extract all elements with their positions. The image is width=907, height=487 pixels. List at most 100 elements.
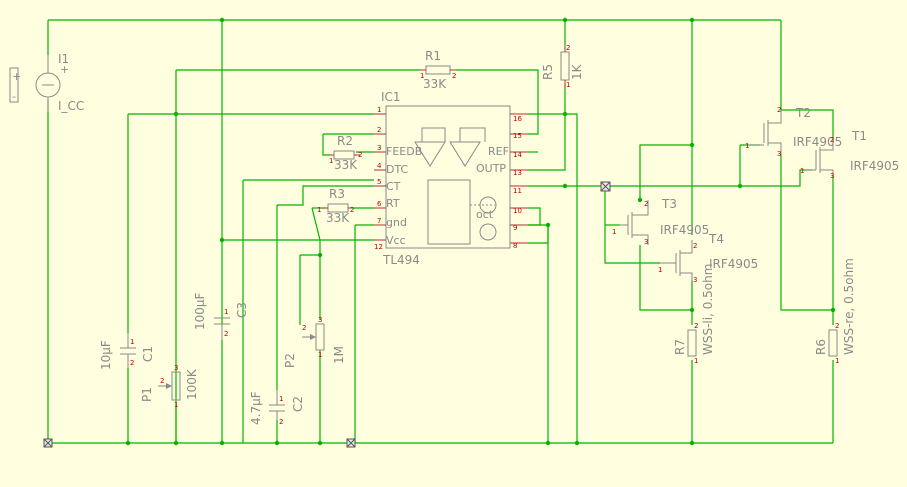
svg-text:R5: R5 (541, 64, 555, 80)
svg-text:RT: RT (386, 197, 400, 210)
svg-text:4: 4 (377, 162, 382, 170)
ic-pin-14: 14 REF (488, 145, 528, 159)
svg-text:1: 1 (329, 157, 333, 165)
svg-text:33K: 33K (423, 77, 447, 91)
svg-text:1: 1 (566, 81, 570, 89)
ic1-tl494: IC1 TL494 oct (381, 90, 511, 267)
capacitor-c1: 12 10µF C1 (99, 333, 155, 370)
svg-text:oct: oct (476, 208, 494, 221)
svg-text:1: 1 (174, 401, 178, 409)
svg-text:1: 1 (224, 308, 228, 316)
svg-text:R1: R1 (425, 49, 441, 63)
svg-text:1: 1 (279, 395, 283, 403)
source-name: I1 (58, 52, 69, 66)
ic-pin-9: 9 (510, 224, 528, 232)
svg-text:6: 6 (377, 200, 382, 208)
svg-text:100K: 100K (185, 368, 199, 400)
svg-text:11: 11 (513, 187, 522, 195)
svg-text:3: 3 (318, 316, 322, 324)
svg-text:1: 1 (800, 167, 804, 175)
svg-text:13: 13 (513, 169, 522, 177)
svg-text:C3: C3 (235, 302, 249, 318)
svg-text:2: 2 (835, 322, 839, 330)
ic-pin-1: 1 (374, 106, 386, 115)
svg-text:gnd: gnd (386, 216, 407, 229)
svg-text:T2: T2 (795, 106, 811, 120)
transistor-t2: 1 2 3 T2 IRF4905 (745, 106, 842, 158)
svg-text:P2: P2 (283, 353, 297, 368)
svg-text:WSS-li, 0.5ohm: WSS-li, 0.5ohm (701, 264, 715, 355)
svg-text:8: 8 (513, 242, 517, 250)
svg-text:+: + (12, 70, 21, 83)
potentiometer-p1: 312 P1 100K (140, 364, 199, 409)
resistor-r5: 2 1 R5 1K (541, 44, 584, 89)
ic-pin-6: 6 RT (374, 197, 400, 210)
svg-text:2: 2 (644, 200, 648, 208)
capacitor-c3: 12 100µF C3 (193, 292, 249, 340)
source-value: I_CC (58, 99, 84, 113)
potentiometer-p2: 312 P2 1M (283, 316, 346, 368)
svg-text:2: 2 (160, 377, 164, 385)
svg-text:IRF4905: IRF4905 (660, 223, 709, 237)
resistor-r7: 21 R7 WSS-li, 0.5ohm (673, 264, 715, 365)
svg-text:2: 2 (279, 418, 283, 426)
svg-text:IRF4905: IRF4905 (850, 159, 899, 173)
svg-text:R6: R6 (814, 339, 828, 355)
svg-text:2: 2 (350, 206, 354, 214)
svg-text:1: 1 (612, 228, 616, 236)
net-connector-left (43, 438, 53, 448)
svg-text:OUTP: OUTP (476, 162, 506, 175)
svg-text:Vcc: Vcc (386, 234, 406, 247)
svg-text:1: 1 (658, 266, 662, 274)
svg-text:1: 1 (745, 142, 749, 150)
ic-pin-2: 2 (374, 126, 386, 135)
svg-text:2: 2 (302, 324, 306, 332)
svg-text:IRF4905: IRF4905 (793, 135, 842, 149)
ic-pin-16: 16 (510, 113, 528, 123)
svg-text:33K: 33K (326, 211, 350, 225)
transistor-t1: 123 T1 IRF4905 (800, 129, 899, 180)
wire-net (47, 17, 836, 446)
svg-text:T3: T3 (661, 197, 677, 211)
svg-text:9: 9 (513, 224, 517, 232)
svg-text:5: 5 (377, 178, 381, 186)
svg-text:100µF: 100µF (193, 292, 207, 330)
svg-text:CT: CT (386, 180, 401, 193)
svg-text:2: 2 (566, 44, 570, 52)
ic-value: TL494 (382, 253, 420, 267)
svg-text:3: 3 (777, 150, 781, 158)
svg-text:+: + (60, 63, 69, 76)
ic-pin-5: 5 CT (374, 178, 401, 193)
svg-text:REF: REF (488, 145, 509, 158)
svg-text:2: 2 (694, 322, 698, 330)
svg-text:T1: T1 (851, 129, 867, 143)
svg-text:14: 14 (513, 151, 522, 159)
svg-text:C1: C1 (141, 346, 155, 362)
svg-text:WSS-re, 0.5ohm: WSS-re, 0.5ohm (842, 258, 856, 355)
ic-pin-15: 15 (510, 132, 528, 140)
svg-text:1: 1 (318, 351, 322, 359)
svg-text:1K: 1K (570, 63, 584, 80)
net-connector-gate (600, 181, 611, 192)
transistor-t4: 123 T4 IRF4905 (658, 232, 758, 284)
svg-text:IRF4905: IRF4905 (709, 257, 758, 271)
svg-text:10: 10 (513, 207, 522, 215)
svg-text:1: 1 (694, 357, 698, 365)
svg-text:R3: R3 (329, 187, 345, 201)
svg-text:2: 2 (693, 242, 697, 250)
svg-text:FEEDB: FEEDB (386, 145, 422, 158)
transistor-t3: 123 T3 IRF4905 (612, 197, 709, 246)
resistor-r2: 12 R2 33K (329, 134, 362, 172)
svg-text:3: 3 (830, 172, 834, 180)
svg-text:2: 2 (777, 106, 781, 114)
svg-text:15: 15 (513, 132, 522, 140)
ic-pin-13: 13 OUTP (476, 162, 528, 177)
current-source-i1: + - + I1 I_CC (9, 52, 84, 113)
